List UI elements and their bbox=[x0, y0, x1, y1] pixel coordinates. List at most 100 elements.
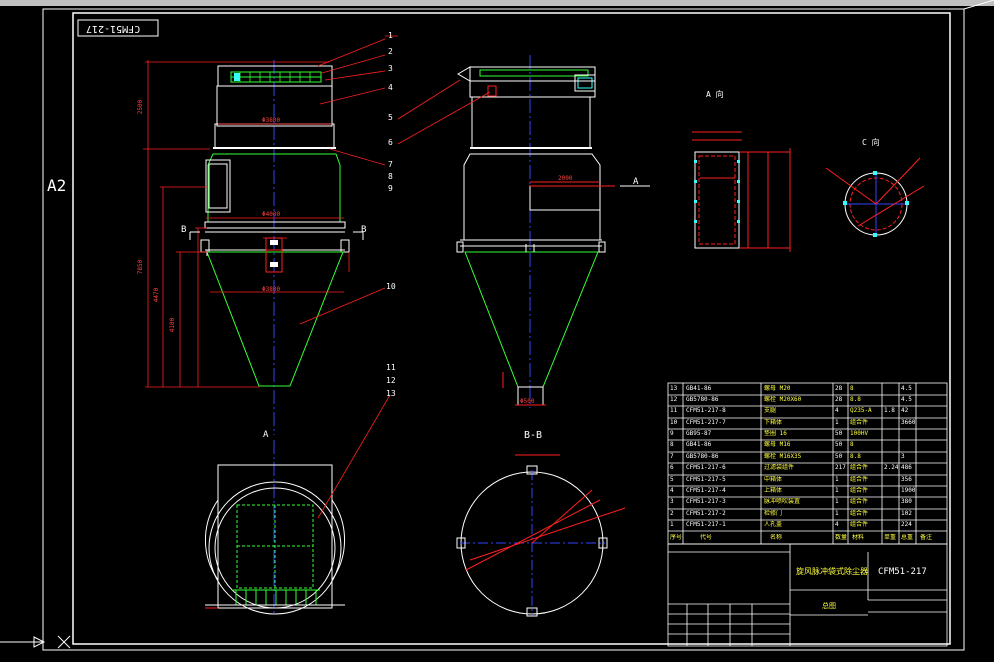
parts-cell-name: 过滤袋组件 bbox=[764, 464, 795, 471]
parts-cell-code: CFM51-217-3 bbox=[686, 498, 726, 505]
parts-cell-code: CFM51-217-2 bbox=[686, 510, 726, 517]
parts-cell-material: 组合件 bbox=[850, 476, 869, 483]
parts-cell-material: Q235-A bbox=[850, 407, 872, 414]
parts-cell-material: 8.8 bbox=[850, 396, 861, 403]
side-view bbox=[456, 55, 650, 408]
parts-cell-no: 6 bbox=[670, 464, 674, 471]
parts-cell-material: 组合件 bbox=[850, 521, 869, 528]
ucs-icon bbox=[0, 635, 71, 649]
callout-12: 12 bbox=[386, 376, 396, 385]
callout-7: 7 bbox=[388, 160, 393, 169]
dim-outlet: Φ500 bbox=[520, 398, 535, 405]
dim-height-low: 4100 bbox=[169, 317, 177, 333]
parts-cell-qty: 50 bbox=[835, 441, 843, 448]
parts-cell-material: 8 bbox=[850, 441, 854, 448]
parts-header-cell: 名称 bbox=[770, 534, 783, 541]
dim-upper-dia: Φ3800 bbox=[262, 117, 281, 124]
parts-cell-qty: 1 bbox=[835, 487, 839, 494]
parts-cell-code: CFM51-217-6 bbox=[686, 464, 726, 471]
parts-cell-code: CFM51-217-4 bbox=[686, 487, 726, 494]
parts-cell-name: 螺母 M16 bbox=[764, 441, 791, 448]
parts-cell-no: 8 bbox=[670, 441, 674, 448]
parts-cell-qty: 4 bbox=[835, 521, 839, 528]
parts-cell-total_wt: 224 bbox=[901, 521, 912, 528]
view-a-detail bbox=[692, 131, 791, 252]
dim-width-side: 2000 bbox=[558, 175, 573, 182]
callout-8: 8 bbox=[388, 172, 393, 181]
sheet-inner-border bbox=[72, 12, 951, 645]
view-c-title: C 向 bbox=[862, 138, 880, 147]
parts-cell-qty: 1 bbox=[835, 498, 839, 505]
callout-9: 9 bbox=[388, 184, 393, 193]
sheet-size-label: A2 bbox=[47, 176, 67, 195]
parts-header-cell: 单重 bbox=[884, 534, 897, 541]
parts-cell-total_wt: 42 bbox=[901, 407, 909, 414]
parts-cell-material: 8 bbox=[850, 385, 854, 392]
parts-cell-name: 上箱体 bbox=[764, 487, 783, 494]
callout-leaders bbox=[299, 35, 491, 519]
parts-cell-no: 7 bbox=[670, 453, 674, 460]
parts-cell-name: 脉冲喷吹装置 bbox=[764, 498, 801, 505]
parts-cell-no: 13 bbox=[670, 385, 678, 392]
parts-cell-code: GB41-86 bbox=[686, 441, 712, 448]
parts-cell-qty: 1 bbox=[835, 476, 839, 483]
callout-11: 11 bbox=[386, 363, 396, 372]
title-block-sub: 总图 bbox=[822, 602, 836, 610]
parts-list-table bbox=[667, 382, 948, 545]
callout-13: 13 bbox=[386, 389, 396, 398]
parts-cell-total_wt: 3 bbox=[901, 453, 905, 460]
parts-cell-name: 垫圈 16 bbox=[764, 430, 787, 437]
parts-cell-name: 人孔盖 bbox=[764, 521, 783, 528]
parts-header-cell: 总重 bbox=[901, 534, 914, 541]
parts-cell-code: GB41-86 bbox=[686, 385, 712, 392]
parts-cell-total_wt: 4.5 bbox=[901, 396, 912, 403]
parts-cell-total_wt: 486 bbox=[901, 464, 912, 471]
parts-cell-total_wt: 4.5 bbox=[901, 385, 912, 392]
parts-cell-qty: 1 bbox=[835, 419, 839, 426]
callout-4: 4 bbox=[388, 83, 393, 92]
drawing-number-box bbox=[77, 19, 159, 37]
parts-cell-unit_wt: 2.24 bbox=[884, 464, 899, 471]
section-b-left: B bbox=[181, 225, 187, 235]
parts-cell-qty: 28 bbox=[835, 385, 843, 392]
parts-cell-material: 组合件 bbox=[850, 464, 869, 471]
callout-6: 6 bbox=[388, 138, 393, 147]
callout-5: 5 bbox=[388, 113, 393, 122]
parts-cell-unit_wt: 1.8 bbox=[884, 407, 895, 414]
parts-header-cell: 代号 bbox=[700, 534, 713, 541]
parts-cell-material: 组合件 bbox=[850, 498, 869, 505]
parts-cell-total_wt: 102 bbox=[901, 510, 912, 517]
section-a-plan bbox=[205, 440, 345, 615]
parts-cell-code: GB95-87 bbox=[686, 430, 712, 437]
title-block-drawing-no: CFM51-217 bbox=[878, 567, 927, 577]
parts-cell-code: CFM51-217-1 bbox=[686, 521, 726, 528]
parts-cell-qty: 28 bbox=[835, 396, 843, 403]
title-block bbox=[667, 543, 948, 647]
parts-cell-no: 4 bbox=[670, 487, 674, 494]
parts-cell-name: 螺栓 M16X35 bbox=[764, 453, 802, 460]
dim-height-upper: 2500 bbox=[137, 99, 145, 115]
drawing-number-mirrored: CFM51-217 bbox=[86, 23, 141, 34]
parts-cell-material: 组合件 bbox=[850, 419, 869, 426]
parts-cell-material: 100HV bbox=[850, 430, 869, 437]
parts-cell-name: 螺栓 M20X60 bbox=[764, 396, 802, 403]
parts-cell-no: 1 bbox=[670, 521, 674, 528]
parts-cell-no: 2 bbox=[670, 510, 674, 517]
parts-header-cell: 材料 bbox=[852, 534, 865, 541]
dim-mid-dia: Φ4000 bbox=[262, 211, 281, 218]
section-a-label: A bbox=[263, 430, 269, 440]
parts-cell-code: GB5780-86 bbox=[686, 396, 719, 403]
callout-2: 2 bbox=[388, 47, 393, 56]
parts-cell-qty: 1 bbox=[835, 510, 839, 517]
dim-height-mid: 4470 bbox=[153, 287, 161, 303]
parts-header-cell: 数量 bbox=[835, 534, 848, 541]
view-a-title: A 向 bbox=[706, 90, 724, 99]
parts-cell-name: 下箱体 bbox=[764, 419, 783, 426]
parts-cell-name: 检修门 bbox=[764, 510, 783, 517]
parts-cell-material: 组合件 bbox=[850, 510, 869, 517]
section-bb bbox=[456, 454, 626, 617]
parts-cell-no: 10 bbox=[670, 419, 678, 426]
parts-cell-code: CFM51-217-8 bbox=[686, 407, 726, 414]
parts-cell-code: CFM51-217-7 bbox=[686, 419, 726, 426]
